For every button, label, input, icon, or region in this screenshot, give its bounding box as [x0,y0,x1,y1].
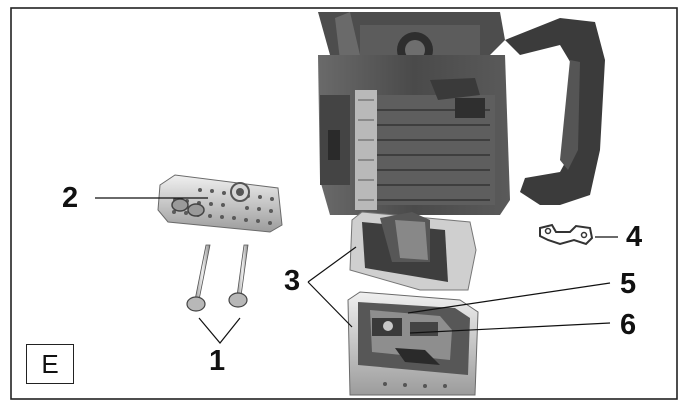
callout-6: 6 [620,309,637,341]
figure-label: E [26,344,74,384]
muffler-lower [347,291,479,396]
chainsaw-body [318,12,605,215]
leader-lines [95,197,618,344]
bolts [186,244,249,312]
callout-5: 5 [620,268,637,300]
figure-frame [10,7,678,400]
callout-3: 3 [284,265,301,297]
muffler-upper [349,211,477,291]
heat-shield-plate [157,174,283,233]
callout-4: 4 [626,221,643,253]
callout-2: 2 [62,182,79,214]
gasket [539,223,594,246]
figure-label-text: E [41,348,59,379]
callout-1: 1 [209,345,226,377]
